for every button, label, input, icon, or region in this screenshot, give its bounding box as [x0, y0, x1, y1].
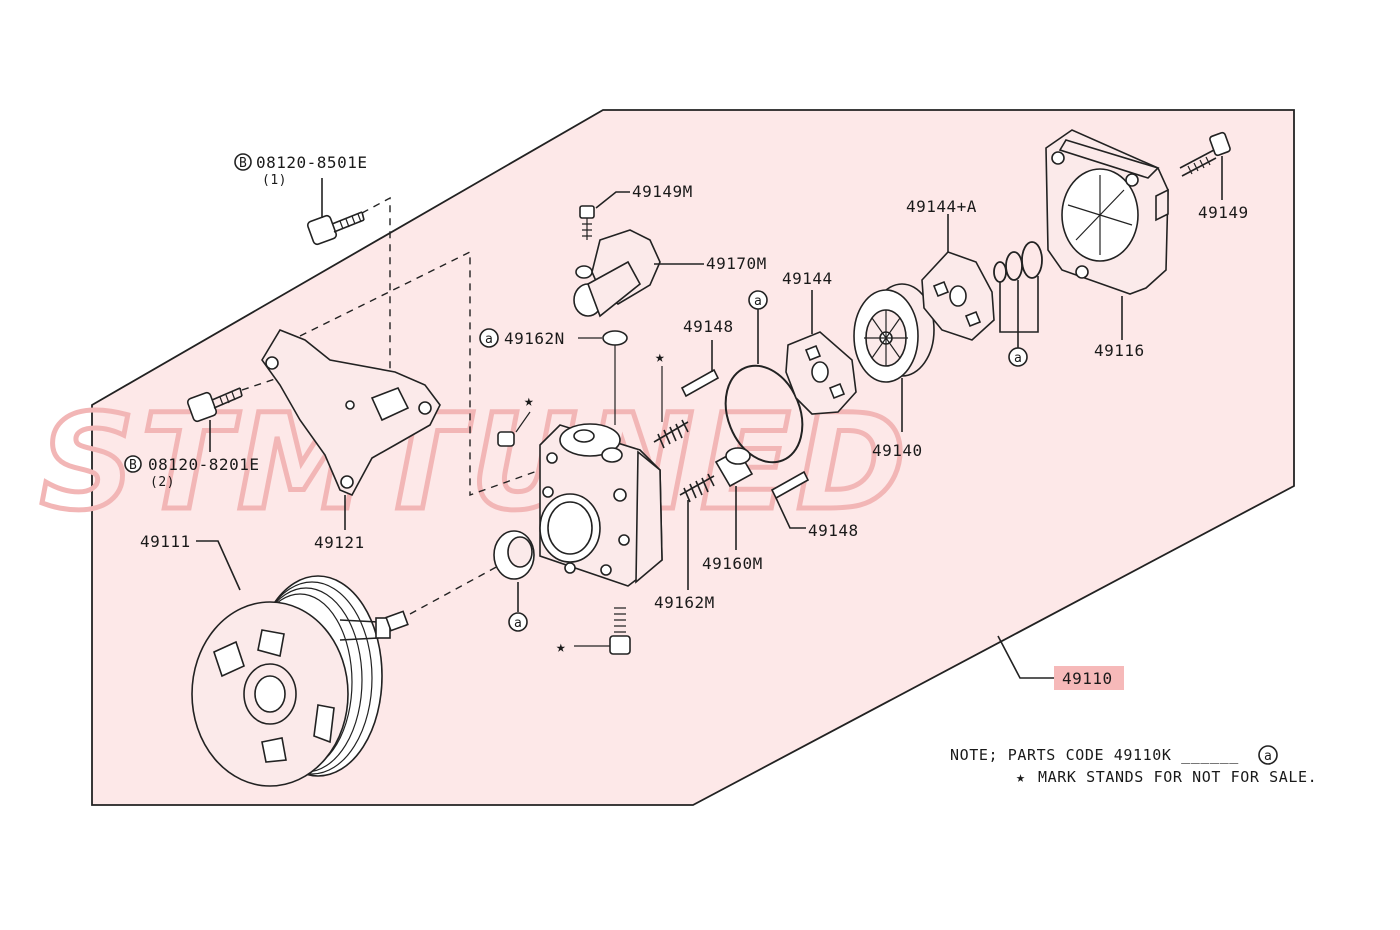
- label-49140[interactable]: 49140: [872, 441, 923, 460]
- a-marker-icon-2: [479, 328, 499, 348]
- a-marker-icon-4: [1008, 347, 1028, 367]
- label-49144A[interactable]: 49144+A: [906, 197, 977, 216]
- cartridge-49140-icon[interactable]: [853, 283, 935, 383]
- a-marker-text-3: a: [754, 294, 762, 309]
- label-49149[interactable]: 49149: [1198, 203, 1249, 222]
- watermark-text: STMTUNED: [40, 386, 912, 540]
- label-49148-bottom[interactable]: 49148: [808, 521, 859, 540]
- oring-49162N-icon[interactable]: [602, 330, 628, 346]
- dashed-guide-bracket: [241, 250, 541, 496]
- label-49162M[interactable]: 49162M: [654, 593, 715, 612]
- pump-body-icon[interactable]: [539, 423, 663, 587]
- a-marker-text: a: [514, 616, 522, 631]
- a-marker-text-2: a: [485, 332, 493, 347]
- label-49149M[interactable]: 49149M: [632, 182, 693, 201]
- a-marker-icon-3: [748, 290, 768, 310]
- label-49160M[interactable]: 49160M: [702, 554, 763, 573]
- label-49148-top[interactable]: 49148: [683, 317, 734, 336]
- label-49162N[interactable]: 49162N: [504, 329, 565, 348]
- leader-49111: [196, 540, 241, 591]
- label-49111[interactable]: 49111: [140, 532, 191, 551]
- label-49110-highlight: [1054, 666, 1124, 690]
- label-49110[interactable]: 49110: [1062, 669, 1113, 688]
- note-line-2: MARK STANDS FOR NOT FOR SALE.: [1038, 768, 1317, 786]
- spring-49162M-icon[interactable]: [679, 473, 715, 503]
- label-bolt-left[interactable]: 08120-8201E: [148, 455, 259, 474]
- leader-49110: [997, 635, 1054, 679]
- oil-seal-icon[interactable]: [493, 530, 535, 580]
- plate-49144-icon[interactable]: [785, 331, 857, 415]
- a-marker-text-5: a: [1264, 749, 1272, 764]
- b-marker-text: B: [239, 156, 247, 171]
- a-marker-icon-5: [1258, 745, 1278, 765]
- note-star-icon: ★: [1016, 768, 1026, 786]
- plug-star-icon[interactable]: [497, 431, 515, 447]
- star-marker-3: ★: [556, 637, 566, 656]
- orings-small-icon[interactable]: [993, 241, 1043, 283]
- a-marker-icon: [508, 612, 528, 632]
- b-marker-icon-2: [124, 455, 142, 473]
- star-marker-1: ★: [524, 391, 534, 410]
- label-49121[interactable]: 49121: [314, 533, 365, 552]
- dashed-shaft-line: [409, 564, 501, 615]
- a-marker-text-4: a: [1014, 351, 1022, 366]
- plate-49144A-icon[interactable]: [921, 251, 995, 341]
- leader-star-1: [515, 411, 531, 433]
- leader-orings-a: [999, 276, 1039, 348]
- assembly-panel: [91, 109, 1295, 806]
- b-marker-icon: [234, 153, 252, 171]
- label-bolt-top[interactable]: 08120-8501E: [256, 153, 367, 172]
- leader-49162N: [578, 337, 616, 425]
- dashed-guide-top: [361, 196, 391, 410]
- label-49116[interactable]: 49116: [1094, 341, 1145, 360]
- note-line-1: NOTE; PARTS CODE 49110K ______: [950, 746, 1239, 764]
- valve-49160M-icon[interactable]: [714, 447, 754, 488]
- bolt-top-icon[interactable]: [306, 211, 365, 246]
- oring-large-icon[interactable]: [712, 354, 816, 474]
- label-bolt-left-qty: (2): [150, 475, 175, 490]
- label-bolt-top-qty: (1): [262, 173, 287, 188]
- star-marker-2: ★: [655, 347, 665, 366]
- b-marker-text-2: B: [129, 458, 137, 473]
- pulley-49111-icon[interactable]: [191, 575, 409, 787]
- fitting-star-icon[interactable]: [609, 607, 631, 655]
- pin-49148-top-icon[interactable]: [680, 368, 720, 398]
- spring-star-icon[interactable]: [653, 419, 689, 449]
- bolt-left-icon[interactable]: [186, 387, 243, 423]
- label-49170M[interactable]: 49170M: [706, 254, 767, 273]
- leader-49148-bottom: [775, 497, 806, 529]
- cover-49116-icon[interactable]: [1045, 129, 1169, 295]
- bolt-49149M-icon[interactable]: [579, 205, 595, 240]
- leader-49149M: [595, 191, 630, 209]
- label-49144[interactable]: 49144: [782, 269, 833, 288]
- bolt-49149-icon[interactable]: [1179, 131, 1231, 177]
- pin-49148-bottom-icon[interactable]: [770, 470, 810, 500]
- union-49170M-icon[interactable]: [573, 229, 661, 318]
- bracket-49121-icon[interactable]: [261, 329, 441, 497]
